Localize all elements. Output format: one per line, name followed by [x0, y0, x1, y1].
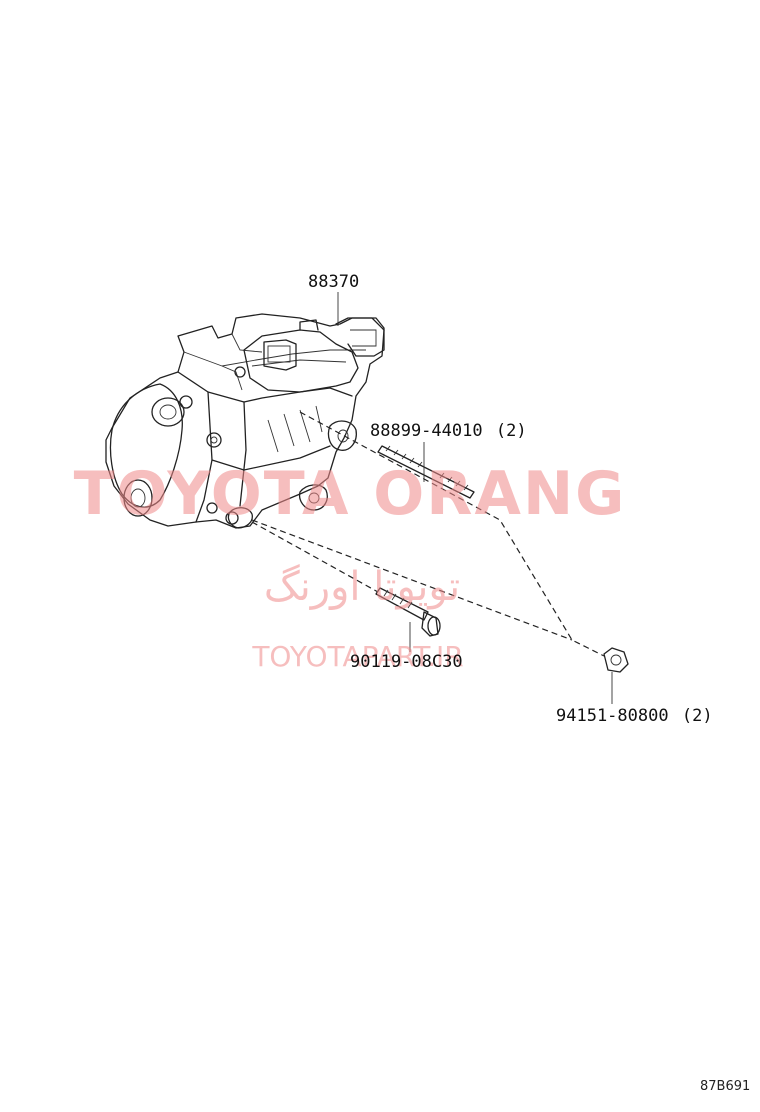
watermark-site: TOYOTAPART.IR	[251, 640, 463, 673]
nut-qty: (2)	[682, 706, 713, 726]
illustration-code: 87B691	[700, 1079, 750, 1094]
stud-bolt-number: 88899-44010	[370, 421, 483, 441]
part-label-nut[interactable]: 94151-80800 (2)	[556, 706, 713, 726]
watermark-farsi: تویوتا اورنگ	[264, 564, 460, 610]
stud-bolt-illustration	[377, 445, 475, 499]
ac-compressor-illustration	[105, 313, 385, 529]
leader-lines	[337, 292, 613, 704]
part-label-stud-bolt[interactable]: 88899-44010 (2)	[370, 421, 527, 441]
stud-bolt-qty: (2)	[496, 421, 527, 441]
watermark-brand: TOYOTA ORANG	[74, 459, 627, 529]
bolt-illustration	[375, 587, 441, 637]
nut-illustration	[603, 647, 629, 673]
nut-number: 94151-80800	[556, 706, 669, 726]
part-label-compressor[interactable]: 88370	[308, 272, 359, 292]
part-label-bolt[interactable]: 90119-08C30	[350, 652, 463, 672]
watermark: TOYOTA ORANG تویوتا اورنگ TOYOTAPART.IR	[74, 459, 627, 673]
assembly-dashed-lines	[251, 411, 605, 657]
